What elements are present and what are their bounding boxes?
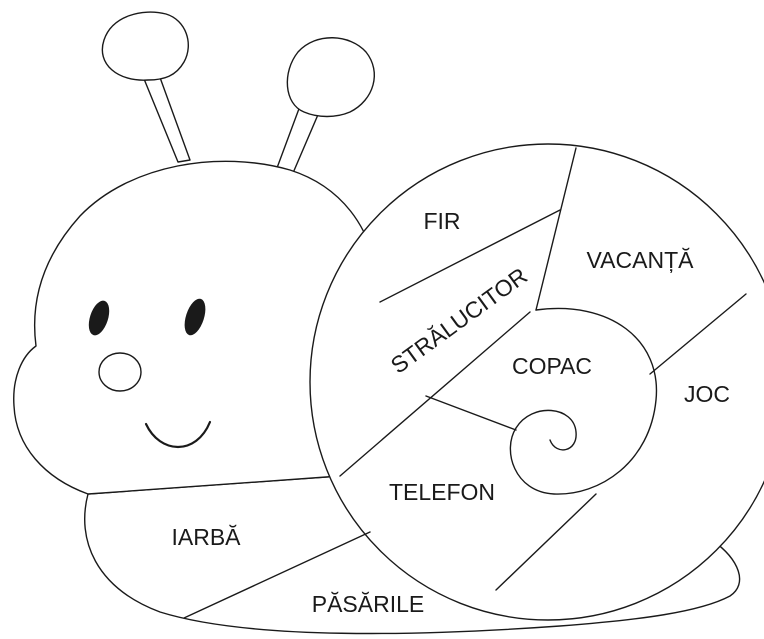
divider-telefon-shell xyxy=(495,493,597,591)
shell-spiral xyxy=(509,307,658,495)
word-pasarile: PĂSĂRILE xyxy=(312,591,425,617)
divider-fir-stralucitor xyxy=(379,209,561,303)
word-fir: FIR xyxy=(423,208,460,234)
word-iarba: IARBĂ xyxy=(171,524,241,550)
right-eye xyxy=(184,298,206,336)
word-joc: JOC xyxy=(684,381,730,407)
right-antenna-bulb xyxy=(286,37,375,118)
nose xyxy=(98,352,142,392)
smile xyxy=(144,420,212,448)
divider-vacanta-joc xyxy=(649,293,747,375)
divider-copac-telefon xyxy=(425,395,517,431)
left-antenna-bulb xyxy=(101,11,189,81)
divider-stralucitor-telefon xyxy=(339,311,531,477)
left-antenna-stalk xyxy=(141,71,191,163)
word-vacanta: VACANȚĂ xyxy=(587,247,695,273)
word-telefon: TELEFON xyxy=(389,479,495,505)
snail-shell xyxy=(309,143,764,621)
left-eye xyxy=(88,300,110,336)
divider-fir-vacanta xyxy=(535,147,577,311)
divider-iarba-pasarile xyxy=(183,531,371,619)
word-copac: COPAC xyxy=(512,353,592,379)
